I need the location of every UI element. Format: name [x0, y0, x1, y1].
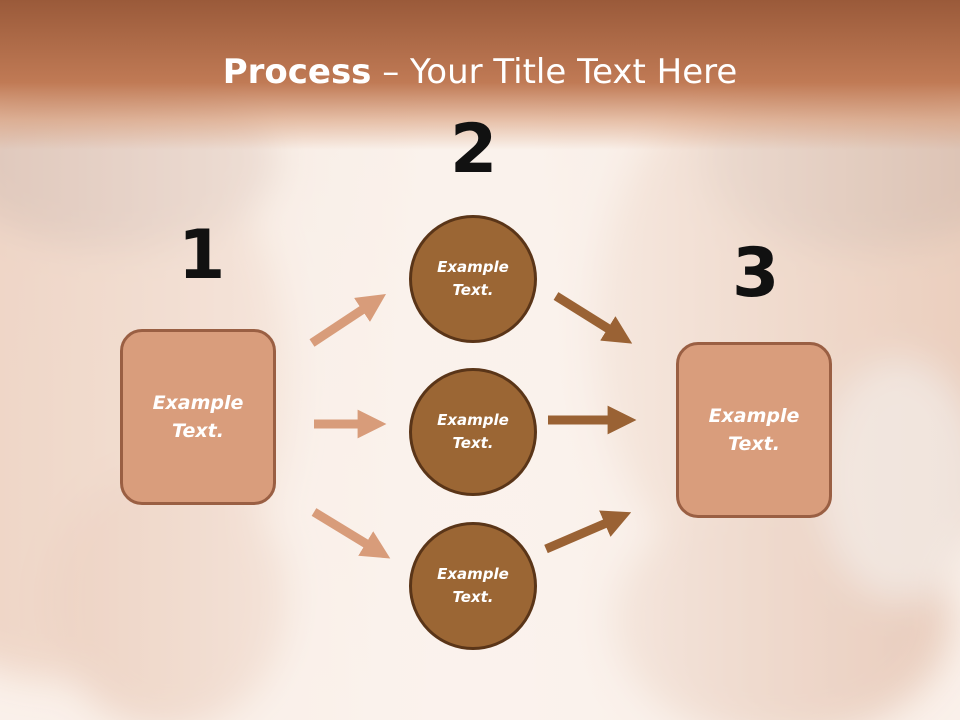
step-3-label: Example Text. [708, 404, 800, 456]
step-2-circle-middle: Example Text. [409, 368, 537, 496]
title-rest: – Your Title Text Here [371, 52, 738, 92]
slide-title: Process – Your Title Text Here [0, 52, 960, 92]
title-bold: Process [222, 52, 372, 92]
step-number-2: 2 [450, 110, 498, 189]
arrow-top-to-3 [553, 292, 633, 344]
step-3-box: Example Text. [676, 342, 832, 518]
arrow-bottom-to-3 [544, 510, 632, 554]
step-number-1: 1 [178, 216, 226, 295]
step-2-circle-middle-label: Example Text. [437, 410, 509, 452]
step-1-label: Example Text. [152, 391, 244, 443]
header-band [0, 0, 960, 150]
step-2-circle-top-label: Example Text. [437, 257, 509, 299]
arrow-1-to-top [309, 294, 387, 347]
step-1-box: Example Text. [120, 329, 276, 505]
step-2-circle-bottom: Example Text. [409, 522, 537, 650]
arrow-1-to-bottom [311, 508, 391, 559]
step-2-circle-bottom-label: Example Text. [437, 564, 509, 606]
step-number-3: 3 [732, 234, 780, 313]
step-2-circle-top: Example Text. [409, 215, 537, 343]
